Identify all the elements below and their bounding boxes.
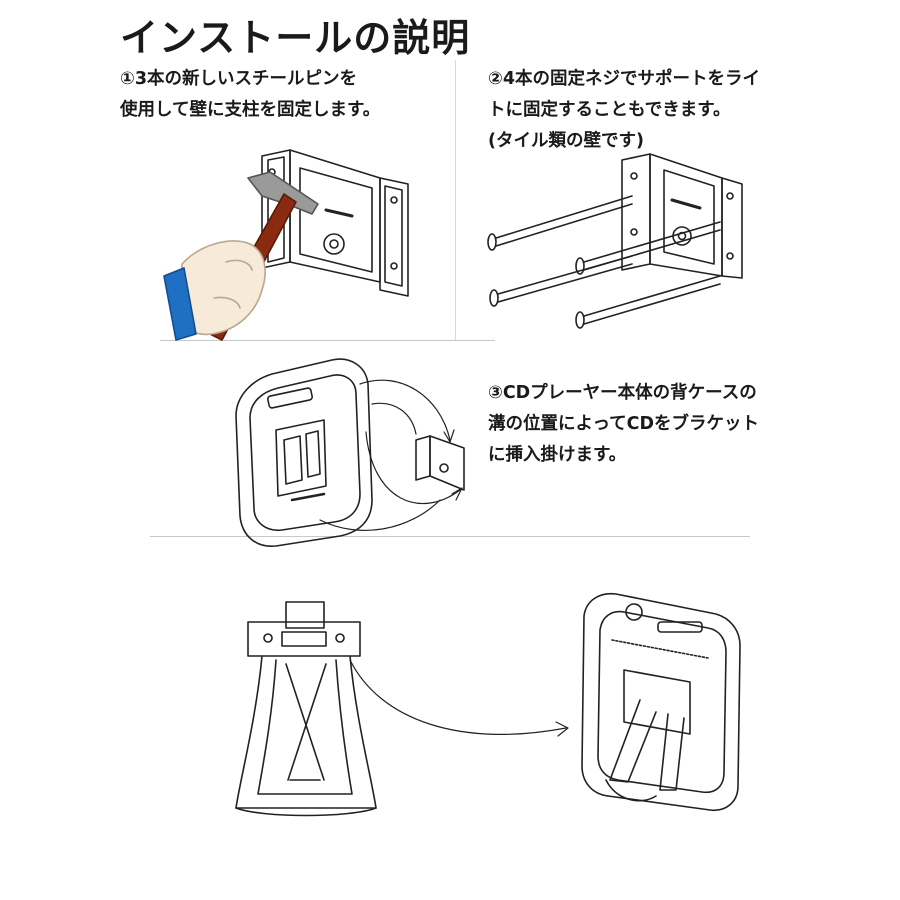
step-2-line-2: トに固定することもできます。 [488, 100, 731, 120]
hand-icon [163, 240, 266, 341]
step-1-text: ①3本の新しいスチールピンを 使用して壁に支柱を固定します。 [120, 64, 380, 126]
arrow-icon [319, 379, 463, 531]
bracket-icon [621, 153, 743, 279]
step-3-line-2: 溝の位置によってCDをブラケット [488, 414, 759, 434]
step-2-line-1: ②4本の固定ネジでサポートをライ [488, 69, 760, 89]
screw-icon [487, 195, 721, 329]
divider-middle [150, 536, 750, 537]
step-1-line-1: ①3本の新しいスチールピンを [120, 69, 357, 89]
step-2-line-3: (タイル類の壁です) [488, 131, 644, 151]
cd-player-icon [581, 592, 741, 811]
step-3-line-1: ③CDプレーヤー本体の背ケースの [488, 383, 757, 403]
page-title: インストールの説明 [120, 16, 471, 60]
divider-top [160, 340, 495, 341]
stand-icon [235, 601, 377, 817]
divider-vertical [455, 60, 456, 340]
bracket-icon [415, 435, 465, 491]
step-3-line-3: に挿入掛けます。 [488, 445, 627, 465]
bracket-icon [261, 149, 409, 297]
arrow-icon [349, 659, 569, 737]
step-1-line-2: 使用して壁に支柱を固定します。 [120, 100, 381, 120]
cd-player-icon [235, 358, 373, 547]
step-2-text: ②4本の固定ネジでサポートをライ トに固定することもできます。 (タイル類の壁で… [488, 64, 760, 157]
step-3-text: ③CDプレーヤー本体の背ケースの 溝の位置によってCDをブラケット に挿入掛けま… [488, 378, 759, 471]
